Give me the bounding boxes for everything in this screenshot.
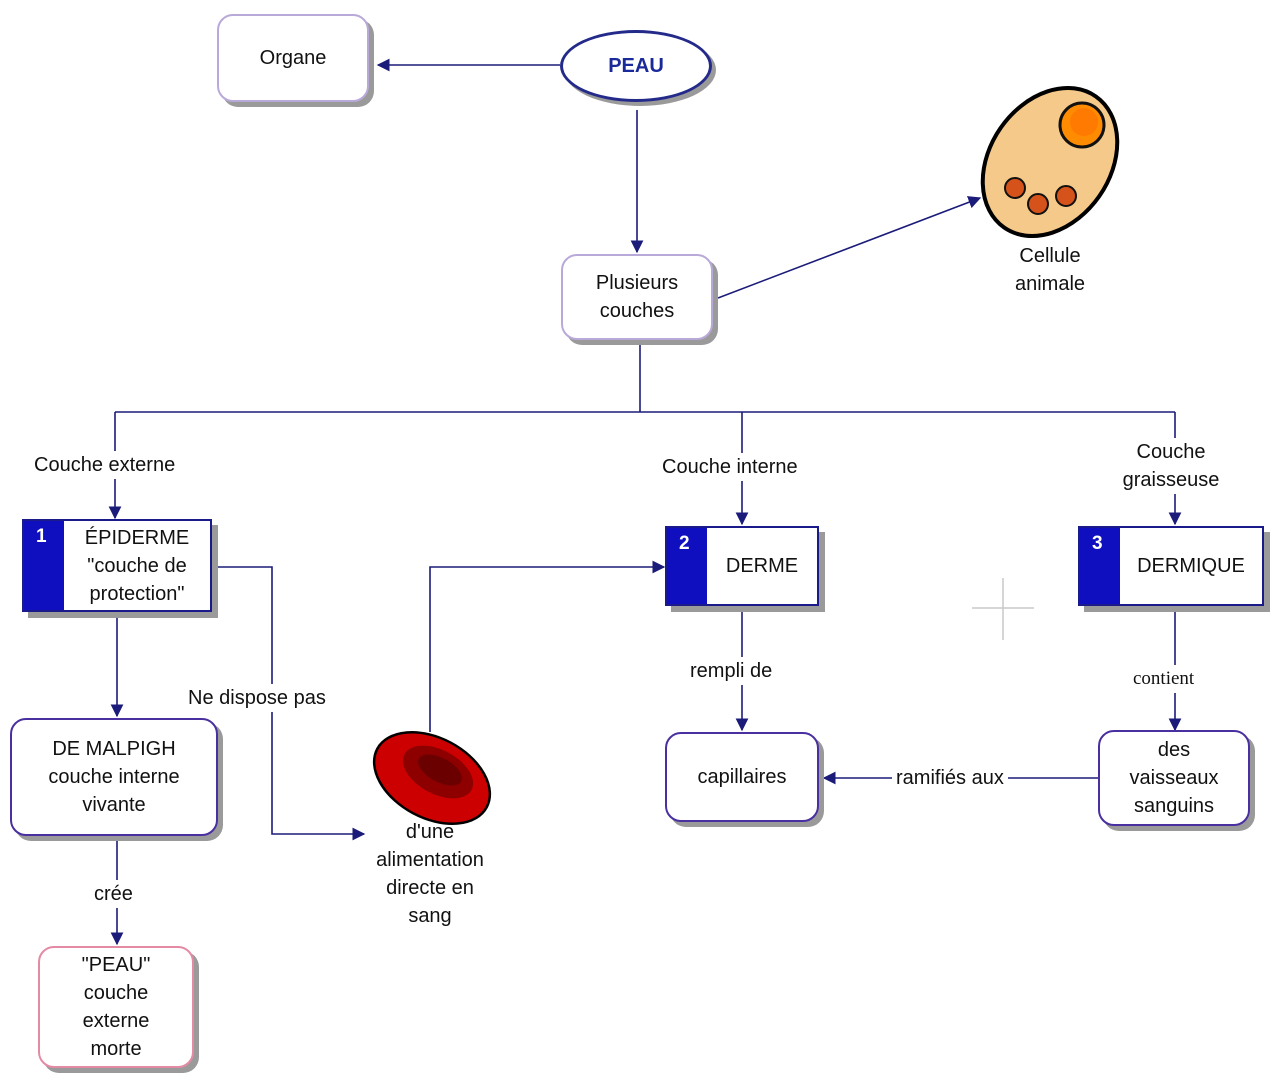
plusieurs-couches-label: Plusieurs couches: [595, 272, 679, 322]
dermique-stripe: [1080, 528, 1120, 604]
derme-node[interactable]: 2 DERME: [665, 526, 819, 606]
cree-label: crée: [92, 880, 135, 908]
alimentation-label: d'une alimentation directe en sang: [376, 821, 484, 927]
capillaires-node[interactable]: capillaires: [665, 732, 819, 822]
vaisseaux-node[interactable]: des vaisseaux sanguins: [1098, 730, 1250, 826]
peau-label: PEAU: [608, 55, 664, 77]
crosshair-icon: [972, 578, 1034, 640]
animal-cell-icon: [980, 85, 1120, 239]
malpigh-node[interactable]: DE MALPIGH couche interne vivante: [10, 718, 218, 836]
peau-morte-label: "PEAU" couche externe morte: [81, 954, 151, 1060]
contient-label: contient: [1133, 665, 1195, 693]
malpigh-label: DE MALPIGH couche interne vivante: [48, 738, 180, 816]
organe-node[interactable]: Organe: [217, 14, 369, 102]
vaisseaux-label: des vaisseaux sanguins: [1129, 739, 1219, 817]
couche-graisseuse-label: Couche graisseuse: [1110, 438, 1232, 494]
derme-label: DERME: [725, 555, 799, 577]
derme-number: 2: [679, 533, 690, 554]
capillaires-label: capillaires: [697, 766, 787, 788]
ne-dispose-pas-label: Ne dispose pas: [188, 684, 326, 712]
derme-stripe: [667, 528, 707, 604]
rempli-de-label: rempli de: [690, 657, 773, 685]
dermique-number: 3: [1092, 533, 1103, 554]
dermique-node[interactable]: 3 DERMIQUE: [1078, 526, 1264, 606]
cellule-animale-label: Cellule animale: [1014, 245, 1086, 295]
red-blood-cell-icon: [372, 730, 492, 826]
epiderme-node[interactable]: 1 ÉPIDERME "couche de protection": [22, 519, 212, 612]
couches-to-cell-line: [717, 196, 982, 299]
ramifies-aux-label: ramifiés aux: [892, 764, 1008, 792]
peau-node[interactable]: PEAU: [560, 30, 712, 102]
blood-to-derme-line: [429, 560, 666, 732]
epiderme-number: 1: [36, 526, 47, 547]
couche-interne-label: Couche interne: [662, 453, 798, 481]
couche-externe-label: Couche externe: [34, 451, 176, 479]
organe-label: Organe: [259, 47, 327, 69]
epiderme-label: ÉPIDERME "couche de protection": [84, 526, 190, 605]
peau-morte-node[interactable]: "PEAU" couche externe morte: [38, 946, 194, 1068]
plusieurs-couches-node[interactable]: Plusieurs couches: [561, 254, 713, 340]
epiderme-stripe: [24, 521, 64, 610]
dermique-label: DERMIQUE: [1137, 555, 1245, 577]
